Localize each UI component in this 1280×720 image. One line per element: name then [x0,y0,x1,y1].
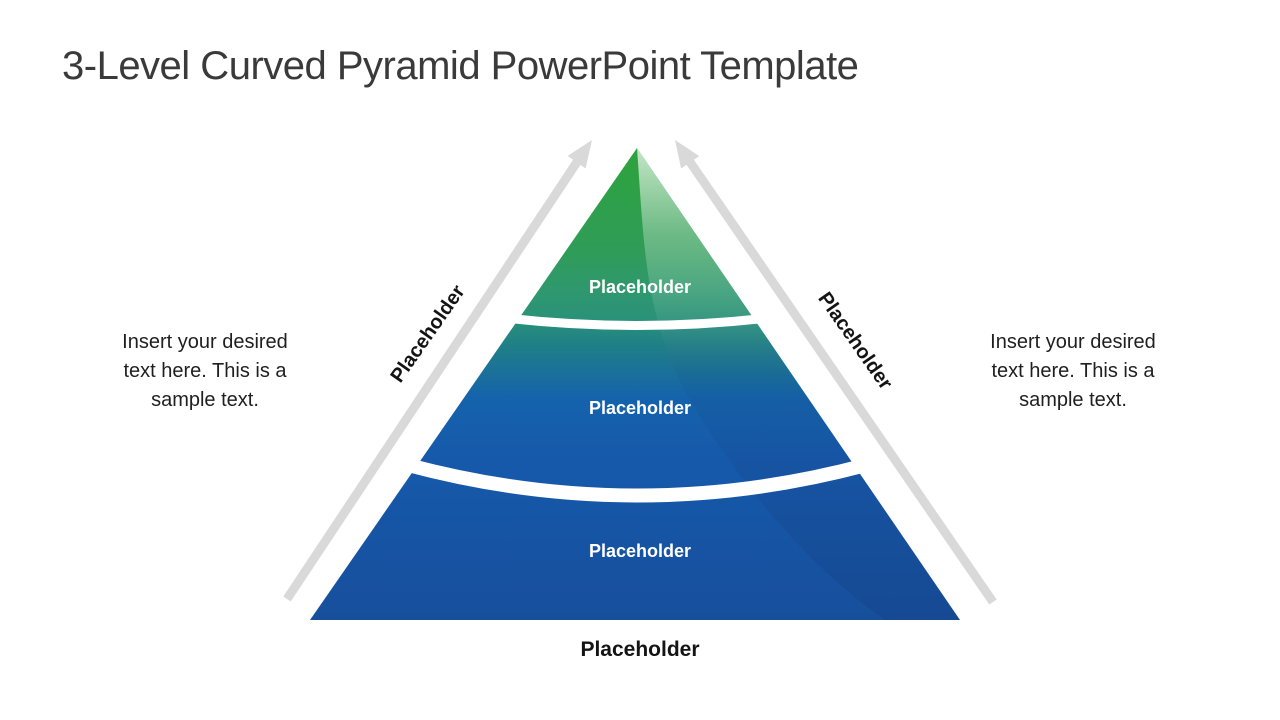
left-side-text-line-1: Insert your desired [122,331,288,353]
right-side-text[interactable]: Insert your desired text here. This is a… [963,328,1183,415]
right-side-text-line-1: Insert your desired [990,331,1156,353]
divider-arc-bottom [406,458,868,503]
left-side-text-line-3: sample text. [151,389,259,411]
slide-title[interactable]: 3-Level Curved Pyramid PowerPoint Templa… [62,44,859,88]
pyramid-base-label[interactable]: Placeholder [580,638,700,661]
right-side-text-line-3: sample text. [1019,389,1127,411]
right-arrow-head-icon [675,140,700,169]
right-side-text-line-2: text here. This is a [991,360,1155,382]
right-arrow [675,140,997,605]
level-1-label[interactable]: Placeholder [588,277,692,297]
left-side-text-line-2: text here. This is a [123,360,287,382]
pyramid-gloss-highlight [637,148,960,620]
left-arrow-shaft [283,159,581,602]
right-arrow-shaft [686,159,997,605]
level-3-label[interactable]: Placeholder [588,541,692,561]
level-2-label[interactable]: Placeholder [588,398,692,418]
left-arrow-head-icon [567,140,592,169]
left-arrow [283,140,592,602]
left-side-text[interactable]: Insert your desired text here. This is a… [95,328,315,415]
divider-arc-top [504,313,769,330]
